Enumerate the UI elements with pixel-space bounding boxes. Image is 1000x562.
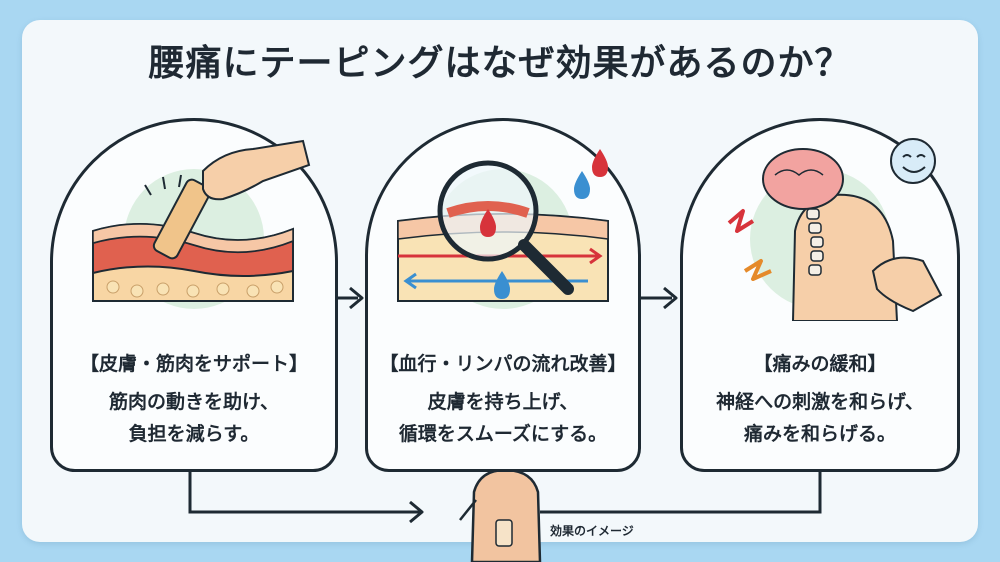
spine-icon <box>806 208 824 276</box>
card-text-line: 痛みを和らげる。 <box>743 423 896 445</box>
skin-muscle-illustration <box>92 139 311 309</box>
card-skin-muscle-support: 【皮膚・筋肉をサポート】 筋肉の動きを助け、 負担を減らす。 <box>50 118 338 472</box>
card-circulation-improvement: 【血行・リンパの流れ改善】 皮膚を持ち上げ、 循環をスムーズにする。 <box>365 118 641 472</box>
card-heading: 【痛みの緩和】 <box>753 353 887 375</box>
arrow-icon-2 <box>637 286 678 310</box>
effect-image-label: 効果のイメージ <box>550 524 634 538</box>
bottom-connector <box>188 466 822 524</box>
card-heading: 【血行・リンパの流れ改善】 <box>379 353 627 375</box>
tape-icon <box>152 178 212 260</box>
hand-icon <box>202 139 311 201</box>
hand-icon <box>871 256 943 313</box>
page-title: 腰痛にテーピングはなぜ効果があるのか？ <box>148 43 852 84</box>
pain-relief-illustration <box>727 138 943 321</box>
card-text-line: 循環をスムーズにする。 <box>398 423 608 445</box>
card-text-line: 皮膚を持ち上げ、 <box>427 391 579 413</box>
card-pain-relief: 【痛みの緩和】 神経への刺激を和らげ、 痛みを和らげる。 <box>680 118 960 472</box>
lightning-icon <box>727 209 772 281</box>
water-drop-icon <box>494 171 590 299</box>
card-heading: 【皮膚・筋肉をサポート】 <box>79 353 308 375</box>
card-text-line: 負担を減らす。 <box>128 423 260 445</box>
card-text-line: 神経への刺激を和らげ、 <box>716 391 924 413</box>
circulation-illustration <box>397 149 609 309</box>
arrow-icon-1 <box>334 286 364 310</box>
card-text-line: 筋肉の動きを助け、 <box>108 391 280 413</box>
brain-icon <box>762 148 844 210</box>
blood-drop-icon <box>480 149 608 237</box>
smiley-icon <box>890 138 936 184</box>
